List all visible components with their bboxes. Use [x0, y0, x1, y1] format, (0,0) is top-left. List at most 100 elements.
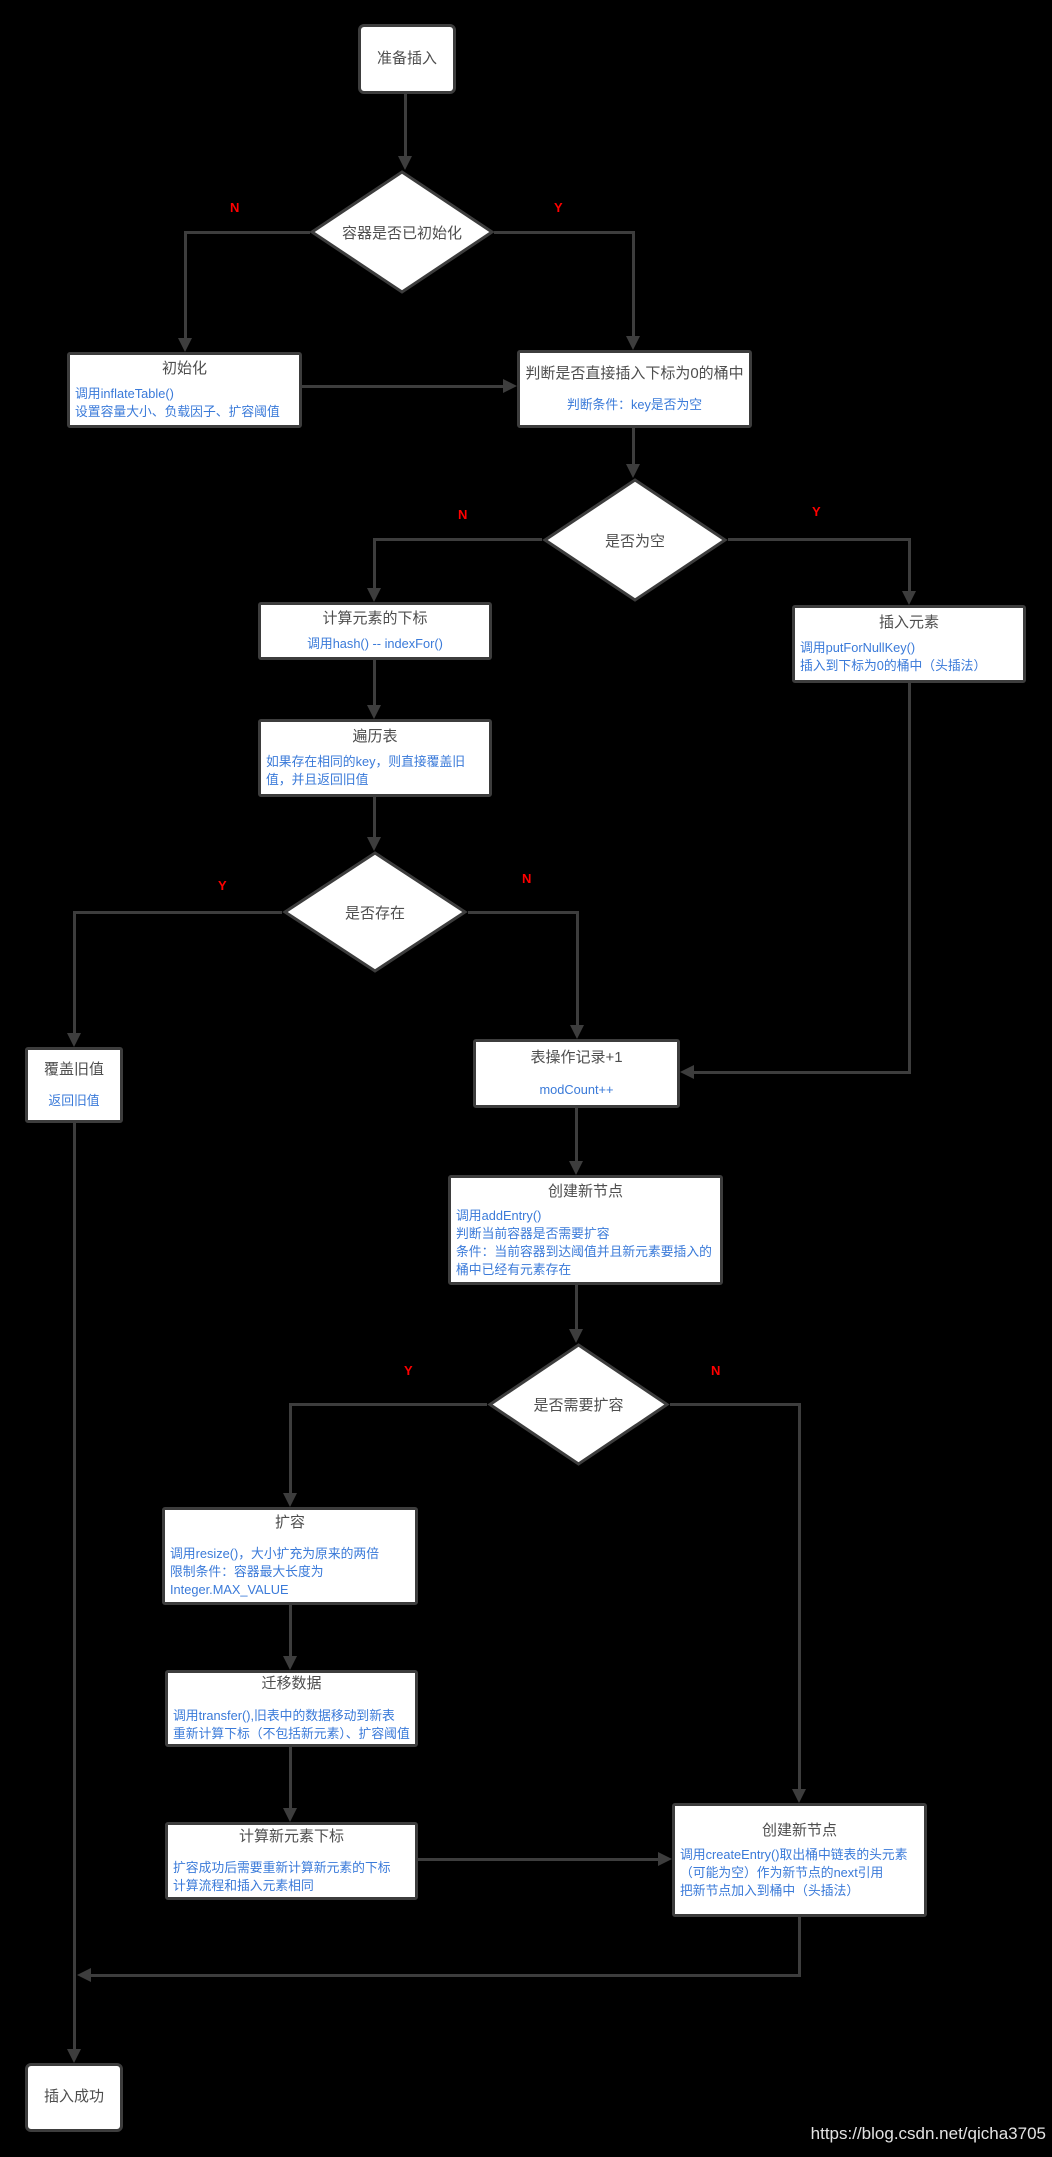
branch-label-resize-n: N: [711, 1363, 721, 1378]
node-title: 覆盖旧值: [43, 1060, 104, 1078]
diamond-shape-icon: [542, 478, 728, 602]
edge-segment: [494, 231, 635, 234]
node-title: 遍历表: [352, 728, 398, 746]
arrowhead-right-icon: [658, 1852, 672, 1866]
edge-segment: [575, 1285, 578, 1330]
arrowhead-down-icon: [367, 705, 381, 719]
edge-segment: [91, 1974, 801, 1977]
edge-segment: [694, 1071, 911, 1074]
edge-segment: [289, 1747, 292, 1809]
edge-segment: [468, 911, 579, 914]
decision-label: 是否为空: [604, 532, 665, 550]
branch-label-exist-n: N: [522, 871, 532, 886]
watermark-url: https://blog.csdn.net/qicha3705: [810, 2124, 1046, 2143]
edge-segment: [575, 1108, 578, 1162]
decision-label: 是否需要扩容: [533, 1397, 624, 1414]
edge-segment: [632, 428, 635, 465]
decision-is-empty: 是否为空: [542, 478, 728, 602]
edge-segment: [798, 1403, 801, 1790]
node-title: 计算元素的下标: [322, 610, 428, 628]
node-details: 判断条件：key是否为空: [566, 397, 703, 413]
process-judge-zero-bucket: 判断是否直接插入下标为0的桶中 判断条件：key是否为空: [517, 350, 752, 428]
edge-segment: [670, 1403, 801, 1406]
edge-segment: [373, 538, 376, 589]
node-details: 调用transfer(),旧表中的数据移动到新表 重新计算下标（不包括新元素）、…: [173, 1707, 410, 1741]
edge-segment: [302, 385, 504, 388]
process-mod-count: 表操作记录+1 modCount++: [473, 1039, 680, 1108]
node-title: 创建新节点: [761, 1821, 837, 1839]
arrowhead-down-icon: [67, 2049, 81, 2063]
node-details: 返回旧值: [48, 1093, 100, 1109]
process-insert-element: 插入元素 调用putForNullKey() 插入到下标为0的桶中（头插法）: [792, 605, 1026, 683]
process-override-old-value: 覆盖旧值 返回旧值: [25, 1047, 123, 1123]
arrowhead-down-icon: [792, 1789, 806, 1803]
branch-label-init-y: Y: [554, 200, 564, 215]
node-details: 调用resize()，大小扩充为原来的两倍 限制条件：容器最大长度为 Integ…: [170, 1546, 380, 1598]
node-title: 插入成功: [43, 2088, 104, 2106]
process-create-node-create-entry: 创建新节点 调用createEntry()取出桶中链表的头元素（可能为空）作为新…: [672, 1803, 927, 1917]
branch-label-init-n: N: [230, 200, 240, 215]
edge-segment: [404, 94, 407, 157]
node-details: 扩容成功后需要重新计算新元素的下标 计算流程和插入元素相同: [173, 1860, 391, 1894]
node-title: 准备插入: [376, 49, 437, 67]
process-calc-index: 计算元素的下标 调用hash() -- indexFor(): [258, 602, 492, 660]
edge-segment: [632, 231, 635, 337]
arrowhead-down-icon: [569, 1161, 583, 1175]
diamond-shape-icon: [309, 170, 495, 294]
edge-segment: [185, 231, 310, 234]
node-details: 调用createEntry()取出桶中链表的头元素（可能为空）作为新节点的nex…: [680, 1846, 908, 1898]
edge-segment: [373, 660, 376, 706]
node-details: 如果存在相同的key，则直接覆盖旧值，并且返回旧值: [266, 753, 466, 787]
edge-segment: [374, 538, 542, 541]
arrowhead-down-icon: [570, 1025, 584, 1039]
arrowhead-down-icon: [283, 1493, 297, 1507]
process-traverse-table: 遍历表 如果存在相同的key，则直接覆盖旧值，并且返回旧值: [258, 719, 492, 797]
arrowhead-left-icon: [680, 1065, 694, 1079]
decision-label: 容器是否已初始化: [341, 224, 462, 242]
node-title: 创建新节点: [547, 1182, 623, 1200]
node-details: modCount++: [539, 1081, 614, 1097]
edge-segment: [291, 1403, 487, 1406]
edge-segment: [418, 1858, 658, 1861]
arrowhead-down-icon: [569, 1329, 583, 1343]
decision-container-initialized: 容器是否已初始化: [309, 170, 495, 294]
edge-segment: [75, 911, 282, 914]
process-calc-new-index: 计算新元素下标 扩容成功后需要重新计算新元素的下标 计算流程和插入元素相同: [165, 1822, 418, 1900]
arrowhead-down-icon: [367, 837, 381, 851]
branch-label-resize-y: Y: [404, 1363, 414, 1378]
node-title: 初始化: [161, 360, 207, 378]
edge-segment: [576, 911, 579, 1026]
diamond-shape-icon: [487, 1343, 670, 1466]
diamond-shape-icon: [282, 851, 468, 973]
edge-segment: [798, 1917, 801, 1977]
decision-need-resize: 是否需要扩容: [487, 1343, 670, 1466]
arrowhead-down-icon: [398, 156, 412, 170]
edge-segment: [728, 538, 911, 541]
node-details: 调用inflateTable() 设置容量大小、负载因子、扩容阈值: [75, 385, 280, 419]
edge-segment: [289, 1403, 292, 1494]
arrowhead-right-icon: [503, 379, 517, 393]
node-details: 调用addEntry() 判断当前容器是否需要扩容 条件：当前容器到达阈值并且新…: [456, 1207, 712, 1277]
decision-key-exists: 是否存在: [282, 851, 468, 973]
decision-label: 是否存在: [344, 904, 405, 922]
arrowhead-down-icon: [178, 338, 192, 352]
arrowhead-down-icon: [283, 1808, 297, 1822]
arrowhead-down-icon: [626, 336, 640, 350]
process-init: 初始化 调用inflateTable() 设置容量大小、负载因子、扩容阈值: [67, 352, 302, 428]
node-details: 调用hash() -- indexFor(): [307, 635, 443, 651]
edge-segment: [73, 1123, 76, 2050]
process-resize: 扩容 调用resize()，大小扩充为原来的两倍 限制条件：容器最大长度为 In…: [162, 1507, 418, 1605]
arrowhead-down-icon: [367, 588, 381, 602]
process-create-node-add-entry: 创建新节点 调用addEntry() 判断当前容器是否需要扩容 条件：当前容器到…: [448, 1175, 723, 1285]
node-title: 表操作记录+1: [530, 1049, 623, 1067]
node-details: 调用putForNullKey() 插入到下标为0的桶中（头插法）: [800, 639, 987, 673]
arrowhead-left-icon: [77, 1968, 91, 1982]
arrowhead-down-icon: [67, 1033, 81, 1047]
branch-label-empty-n: N: [458, 507, 468, 522]
arrowhead-down-icon: [902, 591, 916, 605]
edge-segment: [289, 1605, 292, 1657]
node-title: 计算新元素下标: [238, 1827, 344, 1845]
node-start: 准备插入: [358, 24, 456, 94]
arrowhead-down-icon: [283, 1656, 297, 1670]
node-success: 插入成功: [25, 2063, 123, 2132]
